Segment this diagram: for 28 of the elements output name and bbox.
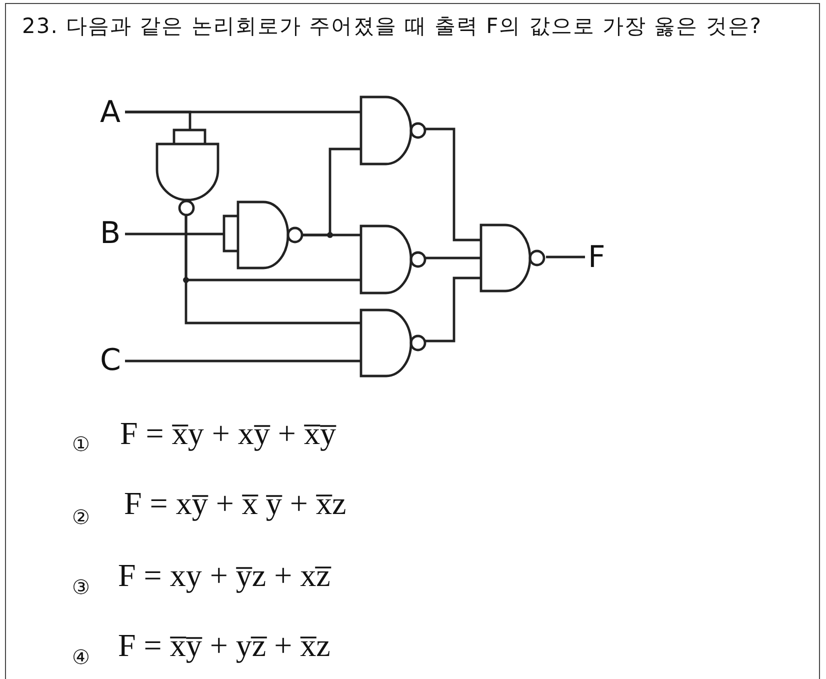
signal-label: F bbox=[588, 243, 606, 273]
signal-label: A bbox=[100, 98, 121, 128]
wire bbox=[125, 360, 361, 362]
question-text: 23. 다음과 같은 논리회로가 주어졌을 때 출력 F의 값으로 가장 옳은 것은? bbox=[22, 13, 764, 40]
wire bbox=[302, 234, 361, 236]
signal-label: C bbox=[100, 346, 121, 376]
option-number: ① bbox=[72, 432, 90, 456]
wire bbox=[125, 110, 361, 114]
wire bbox=[125, 232, 224, 236]
option-number: ③ bbox=[72, 575, 90, 599]
option-number: ② bbox=[72, 505, 90, 529]
wire bbox=[546, 256, 585, 258]
formula: F = xy + y̅z + xz̅ bbox=[118, 557, 330, 594]
nand-gate bbox=[156, 128, 220, 216]
nand-gate bbox=[480, 224, 546, 292]
formula: F = x̅y̅ + yz̅ + x̅z bbox=[118, 627, 330, 664]
wire bbox=[425, 256, 481, 260]
wire bbox=[425, 276, 481, 342]
nand-gate bbox=[360, 224, 426, 294]
formula: F = xy̅ + x̅ y̅ + x̅z bbox=[124, 485, 346, 522]
wire bbox=[425, 128, 481, 242]
nand-gate bbox=[360, 308, 426, 378]
option-number: ④ bbox=[72, 645, 90, 669]
nand-gate bbox=[360, 96, 426, 166]
nand-gate bbox=[222, 200, 304, 270]
formula: F = x̅y + xy̅ + x̅y̅ bbox=[120, 415, 336, 452]
wire bbox=[184, 216, 361, 324]
signal-label: B bbox=[100, 219, 121, 249]
